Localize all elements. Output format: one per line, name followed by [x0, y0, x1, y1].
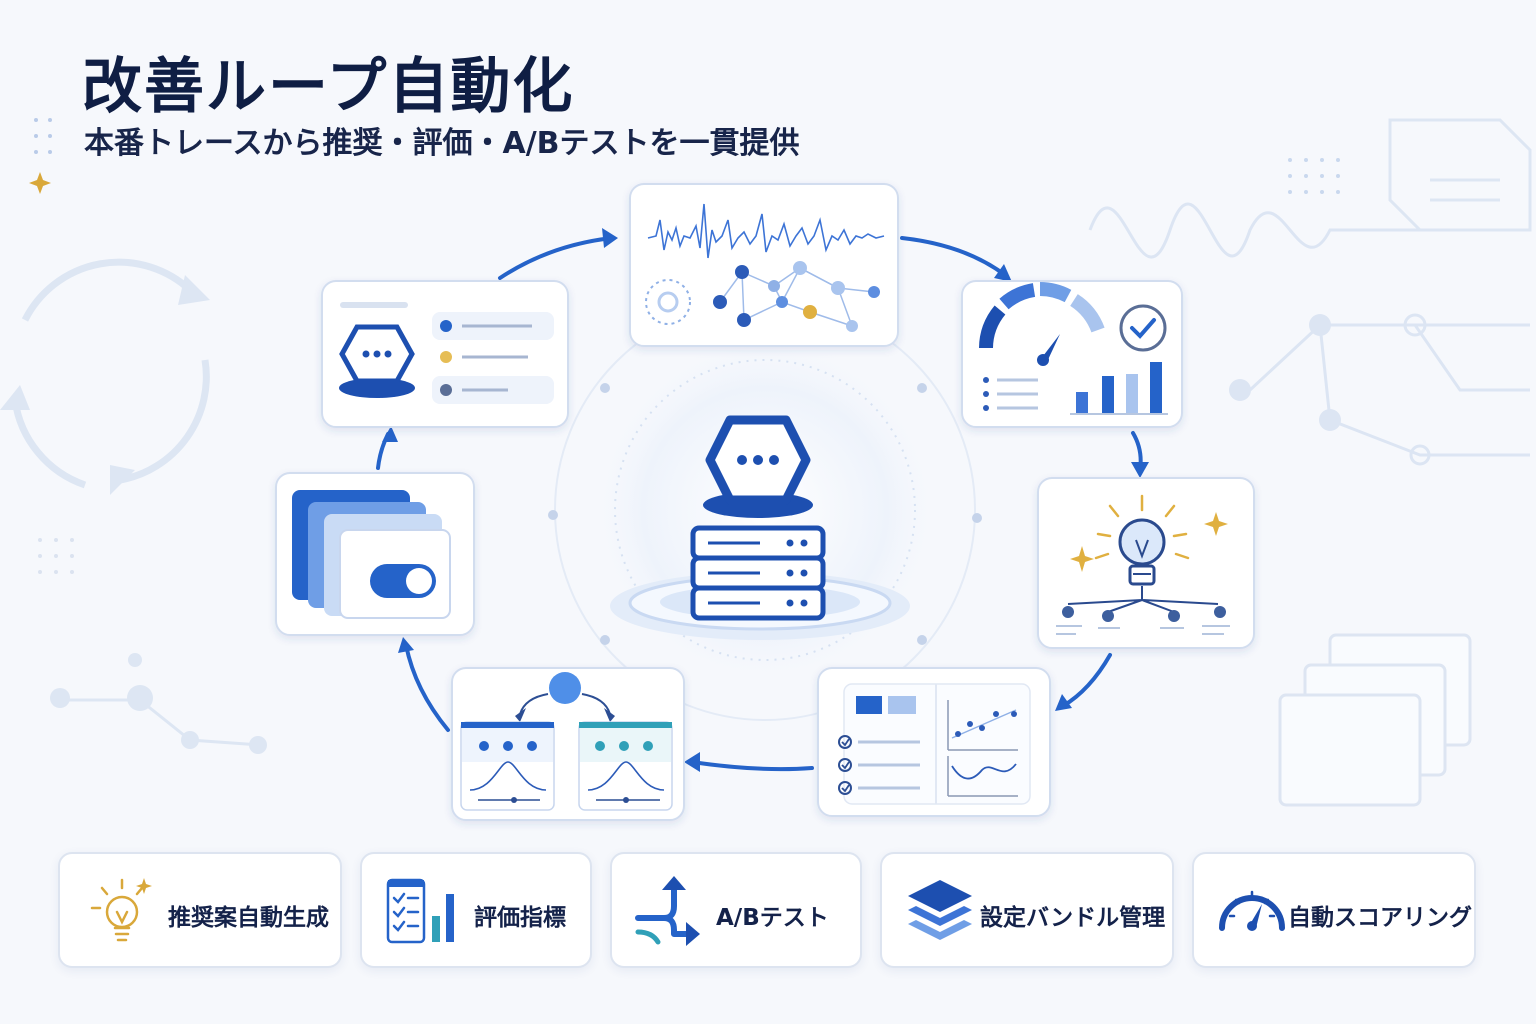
legend-card-ab-test: A/Bテスト: [610, 852, 862, 968]
layers-icon: [908, 880, 972, 940]
checklist-chart-icon: [386, 878, 454, 944]
gauge-icon: [979, 282, 1105, 349]
legend-swatch-dark: [856, 696, 882, 714]
line-chart-icon: [947, 756, 1018, 797]
faded-network: [1248, 323, 1530, 457]
step-card-production-traces: [629, 183, 899, 347]
legend-card-recommendation: 推奨案自動生成: [58, 852, 342, 968]
step-card-ab-test: [451, 667, 685, 821]
legend-label-auto-scoring: 自動スコアリング: [1288, 905, 1472, 931]
lightbulb-icon: [90, 878, 152, 942]
scatter-plot-icon: [947, 700, 1018, 751]
bar-chart-icon: [1070, 362, 1168, 415]
tree-node-dots: [1062, 606, 1226, 622]
light-rays: [1094, 494, 1190, 560]
dot-grid-right: [1288, 158, 1340, 194]
sparkle-icon: [1070, 546, 1094, 572]
split-arrows-icon: [635, 876, 700, 946]
page-subtitle: 本番トレースから推奨・評価・A/Bテストを一貫提供: [84, 126, 800, 161]
variant-a-panel: [460, 721, 555, 811]
dot-grid-left: [34, 118, 52, 154]
step-card-config-bundle: [275, 472, 475, 636]
legend-swatch-light: [888, 696, 916, 714]
checklist-icon: [838, 735, 920, 795]
header-divider: [29, 172, 500, 194]
legend-card-evaluation: 評価指標: [360, 852, 592, 968]
lightbulb-icon: [1118, 518, 1166, 586]
radar-icon: [645, 279, 691, 325]
source-node: [549, 672, 581, 704]
step-card-evaluation: [817, 667, 1051, 817]
loop-arrowheads: [382, 228, 1149, 772]
step-card-recommendation: [1037, 477, 1255, 649]
tree-nodes: [1067, 586, 1219, 613]
network-graph-nodes: [713, 261, 880, 332]
faded-tag-icon: [1388, 118, 1532, 232]
dot-grid-bottom-left: [38, 538, 74, 574]
ring-dots: [548, 383, 982, 645]
gauge-icon: [1219, 890, 1285, 931]
server-stack-icon: [690, 525, 826, 621]
center-agent-server: [610, 415, 910, 640]
page-title: 改善ループ自動化: [82, 52, 575, 122]
check-badge-icon: [1119, 304, 1167, 352]
faded-nodes-left-dots: [50, 653, 267, 754]
legend-label-evaluation: 評価指標: [474, 905, 566, 931]
faded-wave: [1088, 202, 1450, 259]
sparkle-icon: [1204, 512, 1228, 536]
legend-label-ab-test: A/Bテスト: [716, 905, 829, 931]
tree-labels: [1056, 625, 1230, 635]
legend-card-auto-scoring: 自動スコアリング: [1192, 852, 1476, 968]
legend-label-config-bundle: 設定バンドル管理: [980, 905, 1166, 931]
step-card-agent-deploy: [321, 280, 569, 428]
toggle-icon: [370, 564, 436, 598]
agent-config-rows: [432, 312, 554, 404]
faded-nodes-left: [60, 698, 261, 747]
step-card-auto-scoring: [961, 280, 1183, 428]
agent-hexagon-icon: [339, 324, 415, 398]
faded-network-nodes: [1229, 313, 1431, 466]
faded-stacked-docs: [1278, 633, 1472, 807]
list-lines: [983, 377, 1038, 411]
waveform-icon: [647, 203, 885, 259]
faded-cycle-icon: [11, 258, 210, 489]
variant-b-panel: [578, 721, 673, 811]
center-ring-dotted: [614, 359, 916, 661]
legend-label-recommendation: 推奨案自動生成: [168, 905, 329, 931]
legend-card-config-bundle: 設定バンドル管理: [880, 852, 1174, 968]
faded-cycle-heads: [0, 275, 210, 495]
